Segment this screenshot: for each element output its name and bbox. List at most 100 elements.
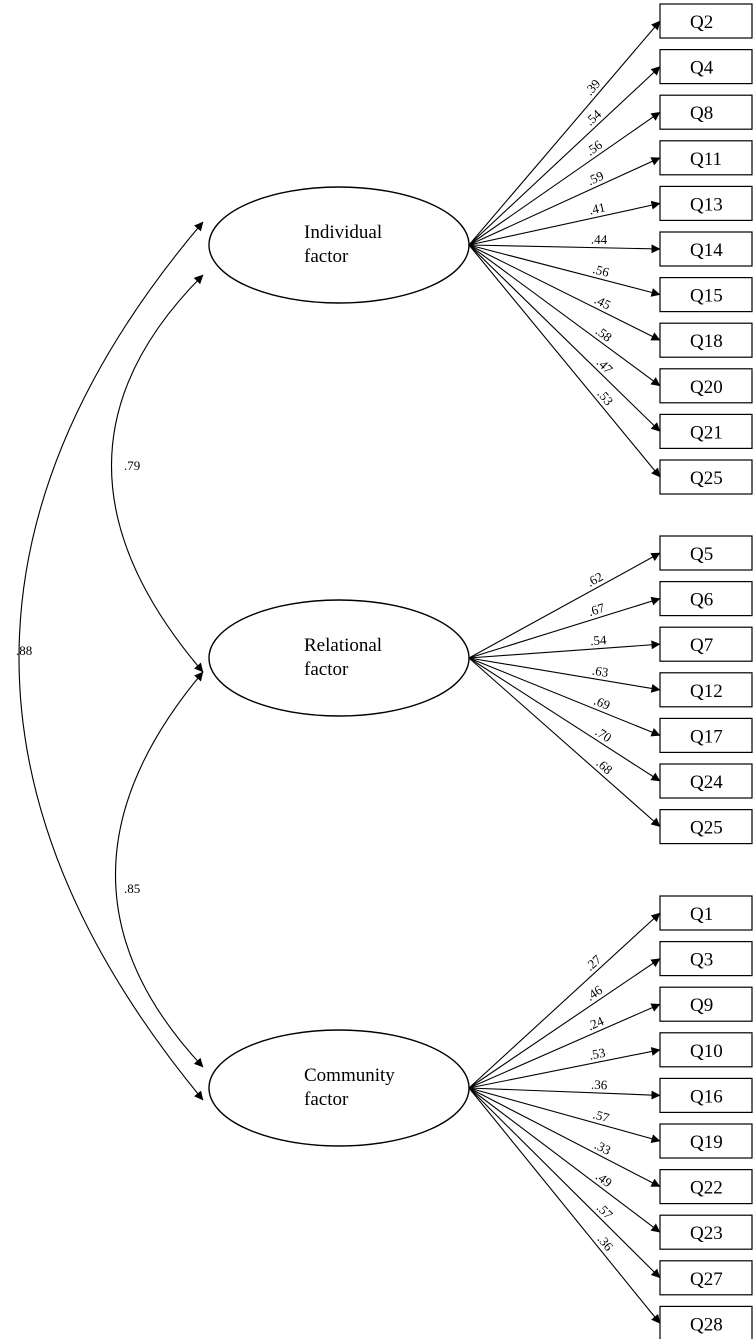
item-box-relational-q6 xyxy=(659,580,753,617)
item-label-community-q3: Q3 xyxy=(690,950,713,971)
loading-arrow-individual-q21 xyxy=(468,244,661,432)
loading-arrow-community-q22 xyxy=(468,1087,661,1188)
correlation-value-individual-community: .88 xyxy=(16,643,32,658)
item-box-individual-q2 xyxy=(659,3,753,39)
factor-label-community-line2: factor xyxy=(304,1089,349,1110)
item-label-individual-q15: Q15 xyxy=(690,286,723,307)
loading-value-community-q19: .57 xyxy=(591,1106,611,1125)
loading-arrow-individual-q18 xyxy=(468,244,661,341)
item-box-relational-q24 xyxy=(659,763,753,799)
item-box-community-q28 xyxy=(659,1305,753,1339)
item-label-community-q10: Q10 xyxy=(690,1041,723,1062)
item-label-individual-q25: Q25 xyxy=(690,468,723,489)
item-box-relational-q7 xyxy=(659,626,753,662)
correlation-arc-relational-community xyxy=(114,671,204,1068)
loading-value-community-q9: .24 xyxy=(585,1013,606,1033)
item-box-community-q10 xyxy=(659,1032,753,1068)
item-label-relational-q6: Q6 xyxy=(690,590,713,611)
item-box-community-q1 xyxy=(659,895,753,931)
item-label-community-q27: Q27 xyxy=(690,1269,723,1290)
loading-value-community-q22: .33 xyxy=(592,1137,613,1158)
item-label-community-q19: Q19 xyxy=(690,1132,723,1153)
item-label-individual-q21: Q21 xyxy=(690,422,723,443)
loading-arrow-relational-q7 xyxy=(468,640,661,659)
loading-arrow-community-q27 xyxy=(468,1087,661,1279)
item-label-relational-q5: Q5 xyxy=(690,544,713,565)
item-box-community-q16 xyxy=(659,1077,753,1114)
loading-arrow-community-q28 xyxy=(468,1087,661,1324)
item-box-individual-q4 xyxy=(659,48,753,85)
loading-value-relational-q17: .69 xyxy=(592,693,613,713)
loading-value-community-q16: .36 xyxy=(591,1077,608,1093)
loading-arrow-community-q3 xyxy=(468,958,661,1089)
item-label-individual-q20: Q20 xyxy=(690,377,723,398)
item-box-community-q9 xyxy=(659,986,753,1022)
loading-value-individual-q25: .53 xyxy=(594,386,616,408)
loading-arrow-individual-q13 xyxy=(468,200,661,246)
item-label-individual-q14: Q14 xyxy=(690,240,723,261)
loading-arrow-individual-q2 xyxy=(468,20,661,246)
item-box-community-q3 xyxy=(659,940,753,977)
correlation-arc-individual-relational xyxy=(111,274,204,673)
loading-arrow-individual-q25 xyxy=(468,244,661,478)
item-box-individual-q15 xyxy=(659,277,753,313)
loading-value-individual-q13: .41 xyxy=(588,199,607,217)
item-label-individual-q11: Q11 xyxy=(690,149,722,170)
loading-value-community-q23: .49 xyxy=(593,1168,615,1190)
loading-value-relational-q24: .70 xyxy=(593,724,615,745)
item-box-relational-q17 xyxy=(659,717,753,754)
loading-value-community-q28: .36 xyxy=(595,1232,617,1254)
loading-value-relational-q7: .54 xyxy=(590,632,608,648)
loading-value-individual-q18: .45 xyxy=(592,292,613,313)
loading-value-community-q3: .46 xyxy=(583,982,605,1004)
item-label-relational-q7: Q7 xyxy=(690,635,713,656)
item-label-community-q9: Q9 xyxy=(690,995,713,1016)
item-label-community-q23: Q23 xyxy=(690,1223,723,1244)
item-box-individual-q18 xyxy=(659,322,753,358)
item-label-relational-q17: Q17 xyxy=(690,726,723,747)
loading-arrow-relational-q17 xyxy=(468,657,661,737)
item-label-relational-q24: Q24 xyxy=(690,772,723,793)
loading-arrow-individual-q14 xyxy=(468,244,661,254)
loading-arrow-relational-q25 xyxy=(468,657,661,828)
loading-arrow-relational-q12 xyxy=(468,657,661,693)
loading-arrow-community-q19 xyxy=(468,1087,661,1144)
item-label-relational-q25: Q25 xyxy=(690,818,723,839)
loading-arrow-relational-q6 xyxy=(468,596,661,659)
item-box-relational-q5 xyxy=(659,535,753,571)
loading-value-individual-q15: .56 xyxy=(591,261,611,280)
loading-value-individual-q8: .56 xyxy=(583,137,605,159)
factor-label-individual-line2: factor xyxy=(304,246,349,267)
loading-value-relational-q25: .68 xyxy=(593,755,615,777)
loading-value-relational-q5: .62 xyxy=(584,569,605,590)
item-label-community-q1: Q1 xyxy=(690,904,713,925)
loading-value-individual-q20: .58 xyxy=(593,323,615,345)
loading-value-community-q1: .27 xyxy=(582,951,604,973)
loading-arrow-community-q16 xyxy=(468,1087,661,1100)
correlation-value-relational-community: .85 xyxy=(124,881,140,896)
factor-ellipse-relational xyxy=(208,599,470,717)
item-label-community-q28: Q28 xyxy=(690,1314,723,1335)
loading-value-community-q10: .53 xyxy=(588,1045,607,1063)
loading-arrow-community-q1 xyxy=(468,912,661,1089)
item-label-individual-q18: Q18 xyxy=(690,331,723,352)
loading-value-individual-q14: .44 xyxy=(591,232,608,247)
loading-value-relational-q12: .63 xyxy=(591,663,609,680)
item-box-community-q19 xyxy=(659,1123,753,1159)
correlation-value-individual-relational: .79 xyxy=(124,458,140,473)
item-label-community-q16: Q16 xyxy=(690,1086,723,1107)
item-label-individual-q2: Q2 xyxy=(690,12,713,33)
loading-arrow-individual-q15 xyxy=(468,244,661,297)
item-box-individual-q11 xyxy=(659,140,753,176)
item-label-individual-q8: Q8 xyxy=(690,103,713,124)
item-box-individual-q8 xyxy=(659,94,753,130)
loading-arrow-individual-q20 xyxy=(468,244,661,387)
loading-arrow-individual-q4 xyxy=(468,66,661,246)
factor-label-relational-line2: factor xyxy=(304,659,349,680)
loading-arrow-community-q9 xyxy=(468,1003,661,1089)
item-box-relational-q25 xyxy=(659,808,753,845)
item-box-individual-q13 xyxy=(659,185,753,221)
item-box-individual-q14 xyxy=(659,231,753,267)
loading-arrow-relational-q24 xyxy=(468,657,661,782)
